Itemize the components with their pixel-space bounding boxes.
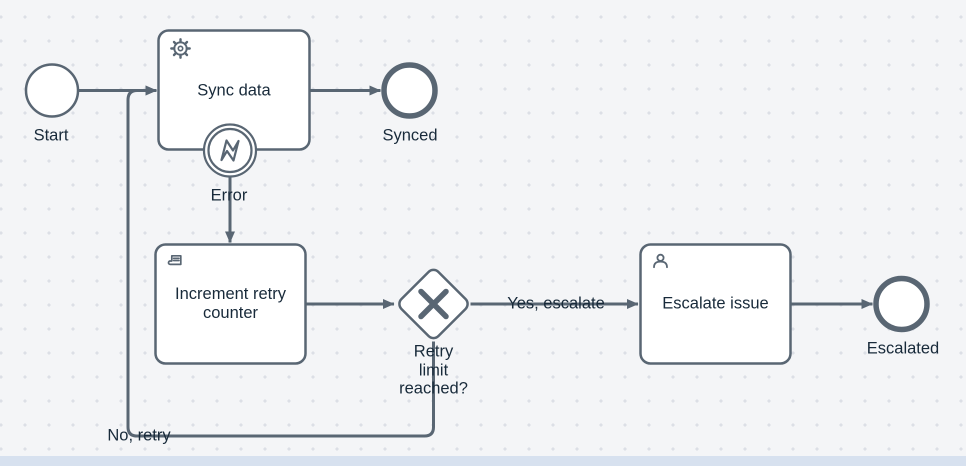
error-boundary-event[interactable] [202, 123, 258, 178]
script-scroll-icon [167, 254, 182, 266]
escalate-issue-task-label: Escalate issue [662, 294, 769, 313]
escalated-end-event[interactable] [873, 275, 930, 333]
synced-end-label[interactable]: Synced [382, 126, 438, 144]
error-event-label[interactable]: Error [210, 186, 248, 205]
flow-no-retry-loop[interactable] [126, 85, 435, 438]
sync-data-task-label: Sync data [197, 81, 271, 99]
increment-retry-task-label: Increment retry counter [175, 284, 286, 322]
start-event[interactable] [24, 63, 80, 118]
person-icon [653, 253, 668, 269]
canvas-bottom-edge-strip [0, 456, 966, 466]
retry-gateway-label[interactable]: Retry limit reached? [399, 342, 468, 398]
gear-icon [170, 38, 191, 59]
escalate-issue-task[interactable] [639, 243, 792, 365]
start-event-label[interactable]: Start [33, 126, 69, 144]
x-marker-icon [418, 288, 449, 320]
retry-gateway[interactable] [397, 267, 471, 341]
no-flow-label[interactable]: No, retry [107, 426, 171, 444]
escalated-end-label[interactable]: Escalated [866, 339, 940, 358]
synced-end-event[interactable] [381, 62, 438, 119]
lightning-icon [220, 139, 240, 162]
increment-retry-task[interactable] [154, 243, 307, 365]
yes-flow-label[interactable]: Yes, escalate [507, 294, 605, 312]
